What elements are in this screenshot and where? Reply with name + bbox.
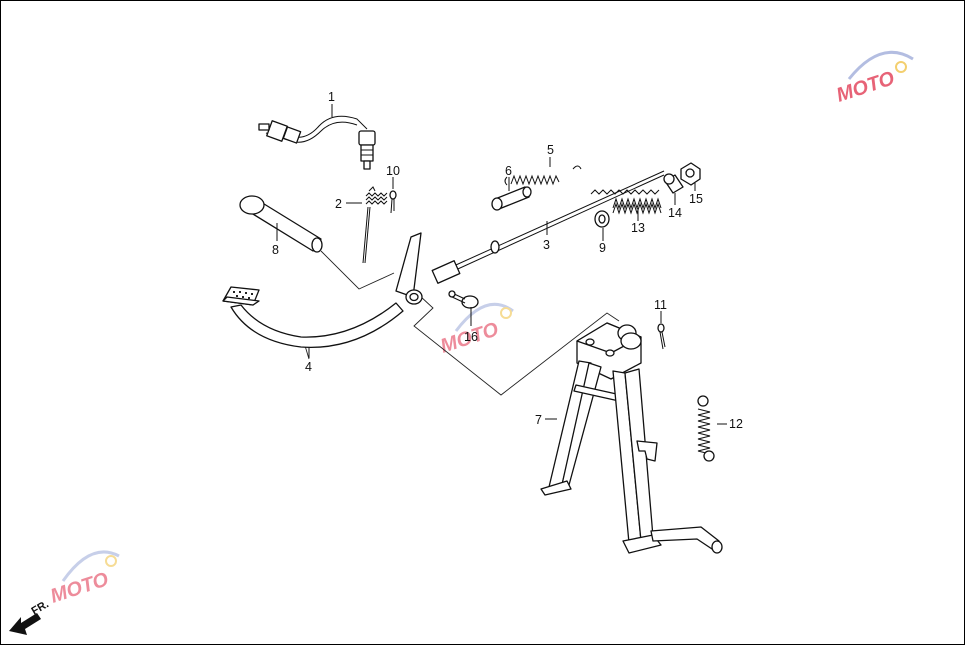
part-10-cotter-pin (389, 177, 397, 214)
part-14-joint (663, 173, 684, 205)
part-6-sleeve (491, 177, 532, 211)
callout-15: 15 (689, 192, 703, 206)
front-direction-label: FR. (30, 598, 51, 617)
part-16-pin (448, 290, 479, 326)
part-13-spring (612, 197, 662, 221)
callout-14: 14 (668, 206, 682, 220)
callout-8: 8 (272, 243, 279, 257)
part-12-spring (697, 395, 727, 462)
callout-16: 16 (464, 330, 478, 344)
callout-7: 7 (535, 413, 542, 427)
part-7-stand (540, 322, 723, 554)
part-4-pedal (222, 232, 423, 358)
callout-labels: 1 2 3 4 5 6 7 8 9 10 11 12 13 14 15 16 (272, 90, 743, 431)
callout-2: 2 (335, 197, 342, 211)
callout-1: 1 (328, 90, 335, 104)
part-1-switch (258, 104, 376, 170)
callout-13: 13 (631, 221, 645, 235)
callout-3: 3 (543, 238, 550, 252)
watermark-bottom-left: MOTO (48, 550, 120, 608)
part-9-washer (594, 210, 610, 241)
front-direction-arrow-icon (9, 613, 41, 635)
callout-5: 5 (547, 143, 554, 157)
part-8-shaft (239, 195, 323, 253)
callout-4: 4 (305, 360, 312, 374)
watermark-top-right: MOTO (834, 50, 914, 107)
part-11-cotter-pin (657, 311, 666, 350)
callout-11: 11 (654, 298, 667, 312)
svg-text:MOTO: MOTO (834, 67, 898, 106)
callout-12: 12 (729, 417, 743, 431)
part-5-spring (504, 157, 582, 186)
callout-9: 9 (599, 241, 606, 255)
part-3-rod (431, 170, 665, 284)
svg-text:MOTO: MOTO (48, 568, 112, 607)
part-15-nut (680, 162, 701, 191)
callout-10: 10 (386, 164, 400, 178)
part-2-spring (346, 186, 388, 264)
callout-6: 6 (505, 164, 512, 178)
